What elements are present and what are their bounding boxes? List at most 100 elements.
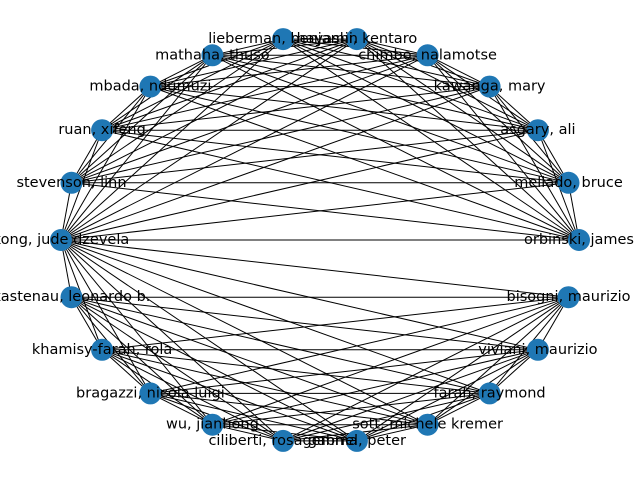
- edge-wu-viviani: [212, 349, 539, 426]
- edge-kong-mellado: [60, 182, 569, 241]
- edge-lieberman-asgary: [282, 38, 539, 131]
- edge-kawanga-orbinski: [489, 86, 580, 241]
- edge-mathaha-mellado: [212, 54, 569, 184]
- edge-kong-hayashi: [60, 38, 358, 241]
- edge-sott-bisogni: [427, 296, 569, 426]
- edge-hayashi-mellado: [356, 38, 569, 184]
- edge-ruan-hayashi: [101, 38, 358, 131]
- node-label-stevenson: stevenson, linn: [16, 175, 126, 191]
- edge-kastenau-sott: [71, 296, 428, 426]
- edge-kong-sott: [60, 239, 428, 426]
- node-label-hayashi: hayashi, kentaro: [297, 31, 418, 47]
- node-label-lieberman: lieberman, benjamin: [208, 31, 358, 47]
- node-label-mellado: mellado, bruce: [514, 175, 623, 191]
- edge-mathaha-lieberman: [212, 38, 284, 56]
- node-asgary: [526, 119, 549, 142]
- node-mellado: [557, 171, 580, 194]
- node-gabrielli: [345, 429, 368, 452]
- node-hayashi: [345, 28, 368, 51]
- node-label-wu: wu, jianhong: [166, 417, 259, 433]
- edge-mbada-mellado: [150, 86, 569, 184]
- node-khamisy: [91, 338, 114, 361]
- edge-bragazzi-bisogni: [150, 296, 569, 394]
- node-ruan: [91, 119, 114, 142]
- edge-kong-wu: [60, 239, 213, 426]
- edge-lieberman-mellado: [282, 38, 569, 184]
- node-farah: [478, 382, 501, 405]
- node-label-kastenau: kastenau, leonardo b.: [0, 289, 150, 305]
- node-mathaha: [201, 44, 224, 67]
- edge-khamisy-farah: [102, 349, 490, 394]
- edge-mbada-mathaha: [150, 54, 213, 88]
- edge-bragazzi-sott: [150, 392, 428, 426]
- edge-kong-mbada: [60, 86, 151, 241]
- edge-ciliberti-viviani: [282, 349, 539, 442]
- node-viviani: [526, 338, 549, 361]
- edge-wu-farah: [212, 392, 490, 426]
- node-label-gabrielli: gabriel, peter: [308, 433, 406, 449]
- node-kastenau: [60, 286, 83, 309]
- edge-mbada-hayashi: [150, 38, 358, 88]
- node-orbinski: [568, 229, 590, 251]
- edge-kong-mathaha: [60, 54, 213, 241]
- edge-kong-chimbo: [60, 54, 428, 241]
- edge-bragazzi-viviani: [150, 349, 538, 394]
- edge-wu-ciliberti: [212, 424, 284, 442]
- node-label-mathaha: mathaha, thuso: [155, 47, 270, 63]
- edge-mathaha-orbinski: [212, 54, 580, 241]
- node-label-mbada: mbada, ndumuzi: [89, 79, 211, 95]
- edge-hayashi-orbinski: [356, 38, 580, 241]
- edge-bragazzi-wu: [150, 392, 213, 426]
- nodes-layer: [50, 28, 590, 452]
- edge-ruan-orbinski: [101, 129, 580, 241]
- edge-khamisy-sott: [101, 349, 428, 426]
- edge-gabrielli-bisogni: [356, 296, 569, 442]
- edge-kong-farah: [60, 239, 490, 394]
- edge-ruan-mellado: [102, 129, 569, 184]
- edge-ruan-chimbo: [101, 54, 428, 131]
- edge-kong-bragazzi: [60, 239, 151, 394]
- node-label-bisogni: bisogni, maurizio: [506, 289, 630, 305]
- edge-hayashi-chimbo: [356, 38, 428, 56]
- edge-kong-ciliberti: [60, 239, 284, 442]
- edge-kong-bisogni: [60, 239, 569, 298]
- node-mbada: [139, 75, 162, 98]
- edge-ciliberti-farah: [282, 392, 490, 442]
- edge-kastenau-viviani: [71, 296, 538, 351]
- edge-ruan-lieberman: [101, 38, 284, 131]
- node-label-bragazzi: bragazzi, nicola luigi: [76, 385, 225, 401]
- node-label-chimbo: chimbo, nalamotse: [358, 47, 497, 63]
- node-label-ruan: ruan, xifeng: [58, 122, 145, 138]
- node-chimbo: [416, 44, 439, 67]
- node-label-viviani: viviani, maurizio: [478, 342, 597, 358]
- edge-bragazzi-gabrielli: [150, 392, 358, 442]
- node-ciliberti: [272, 429, 295, 452]
- edge-wu-bisogni: [212, 296, 569, 426]
- edge-stevenson-asgary: [71, 129, 538, 184]
- edge-kastenau-wu: [71, 296, 213, 426]
- node-kawanga: [478, 75, 501, 98]
- edge-chimbo-mellado: [427, 54, 569, 184]
- node-label-asgary: asgary, ali: [500, 122, 575, 138]
- node-wu: [201, 413, 224, 436]
- node-label-kong: kong, jude dzevela: [0, 232, 129, 248]
- node-label-farah: farah, raymond: [434, 385, 546, 401]
- edge-lieberman-orbinski: [282, 38, 580, 241]
- edge-kong-gabrielli: [60, 239, 358, 442]
- node-bisogni: [557, 286, 580, 309]
- edge-stevenson-orbinski: [71, 182, 580, 241]
- node-label-ciliberti: ciliberti, rosagemma: [208, 433, 357, 449]
- node-label-sott: sott, michele kremer: [352, 417, 503, 433]
- edge-kong-viviani: [60, 239, 539, 351]
- edge-stevenson-hayashi: [71, 38, 358, 184]
- edge-mbada-asgary: [150, 86, 538, 131]
- node-label-khamisy: khamisy-farah, rola: [32, 342, 172, 358]
- edge-chimbo-orbinski: [427, 54, 580, 241]
- edge-kong-asgary: [60, 129, 539, 241]
- edge-kastenau-gabrielli: [71, 296, 358, 442]
- node-kong: [50, 229, 72, 251]
- edge-sott-farah: [427, 392, 490, 426]
- node-label-kawanga: kawanga, mary: [434, 79, 546, 95]
